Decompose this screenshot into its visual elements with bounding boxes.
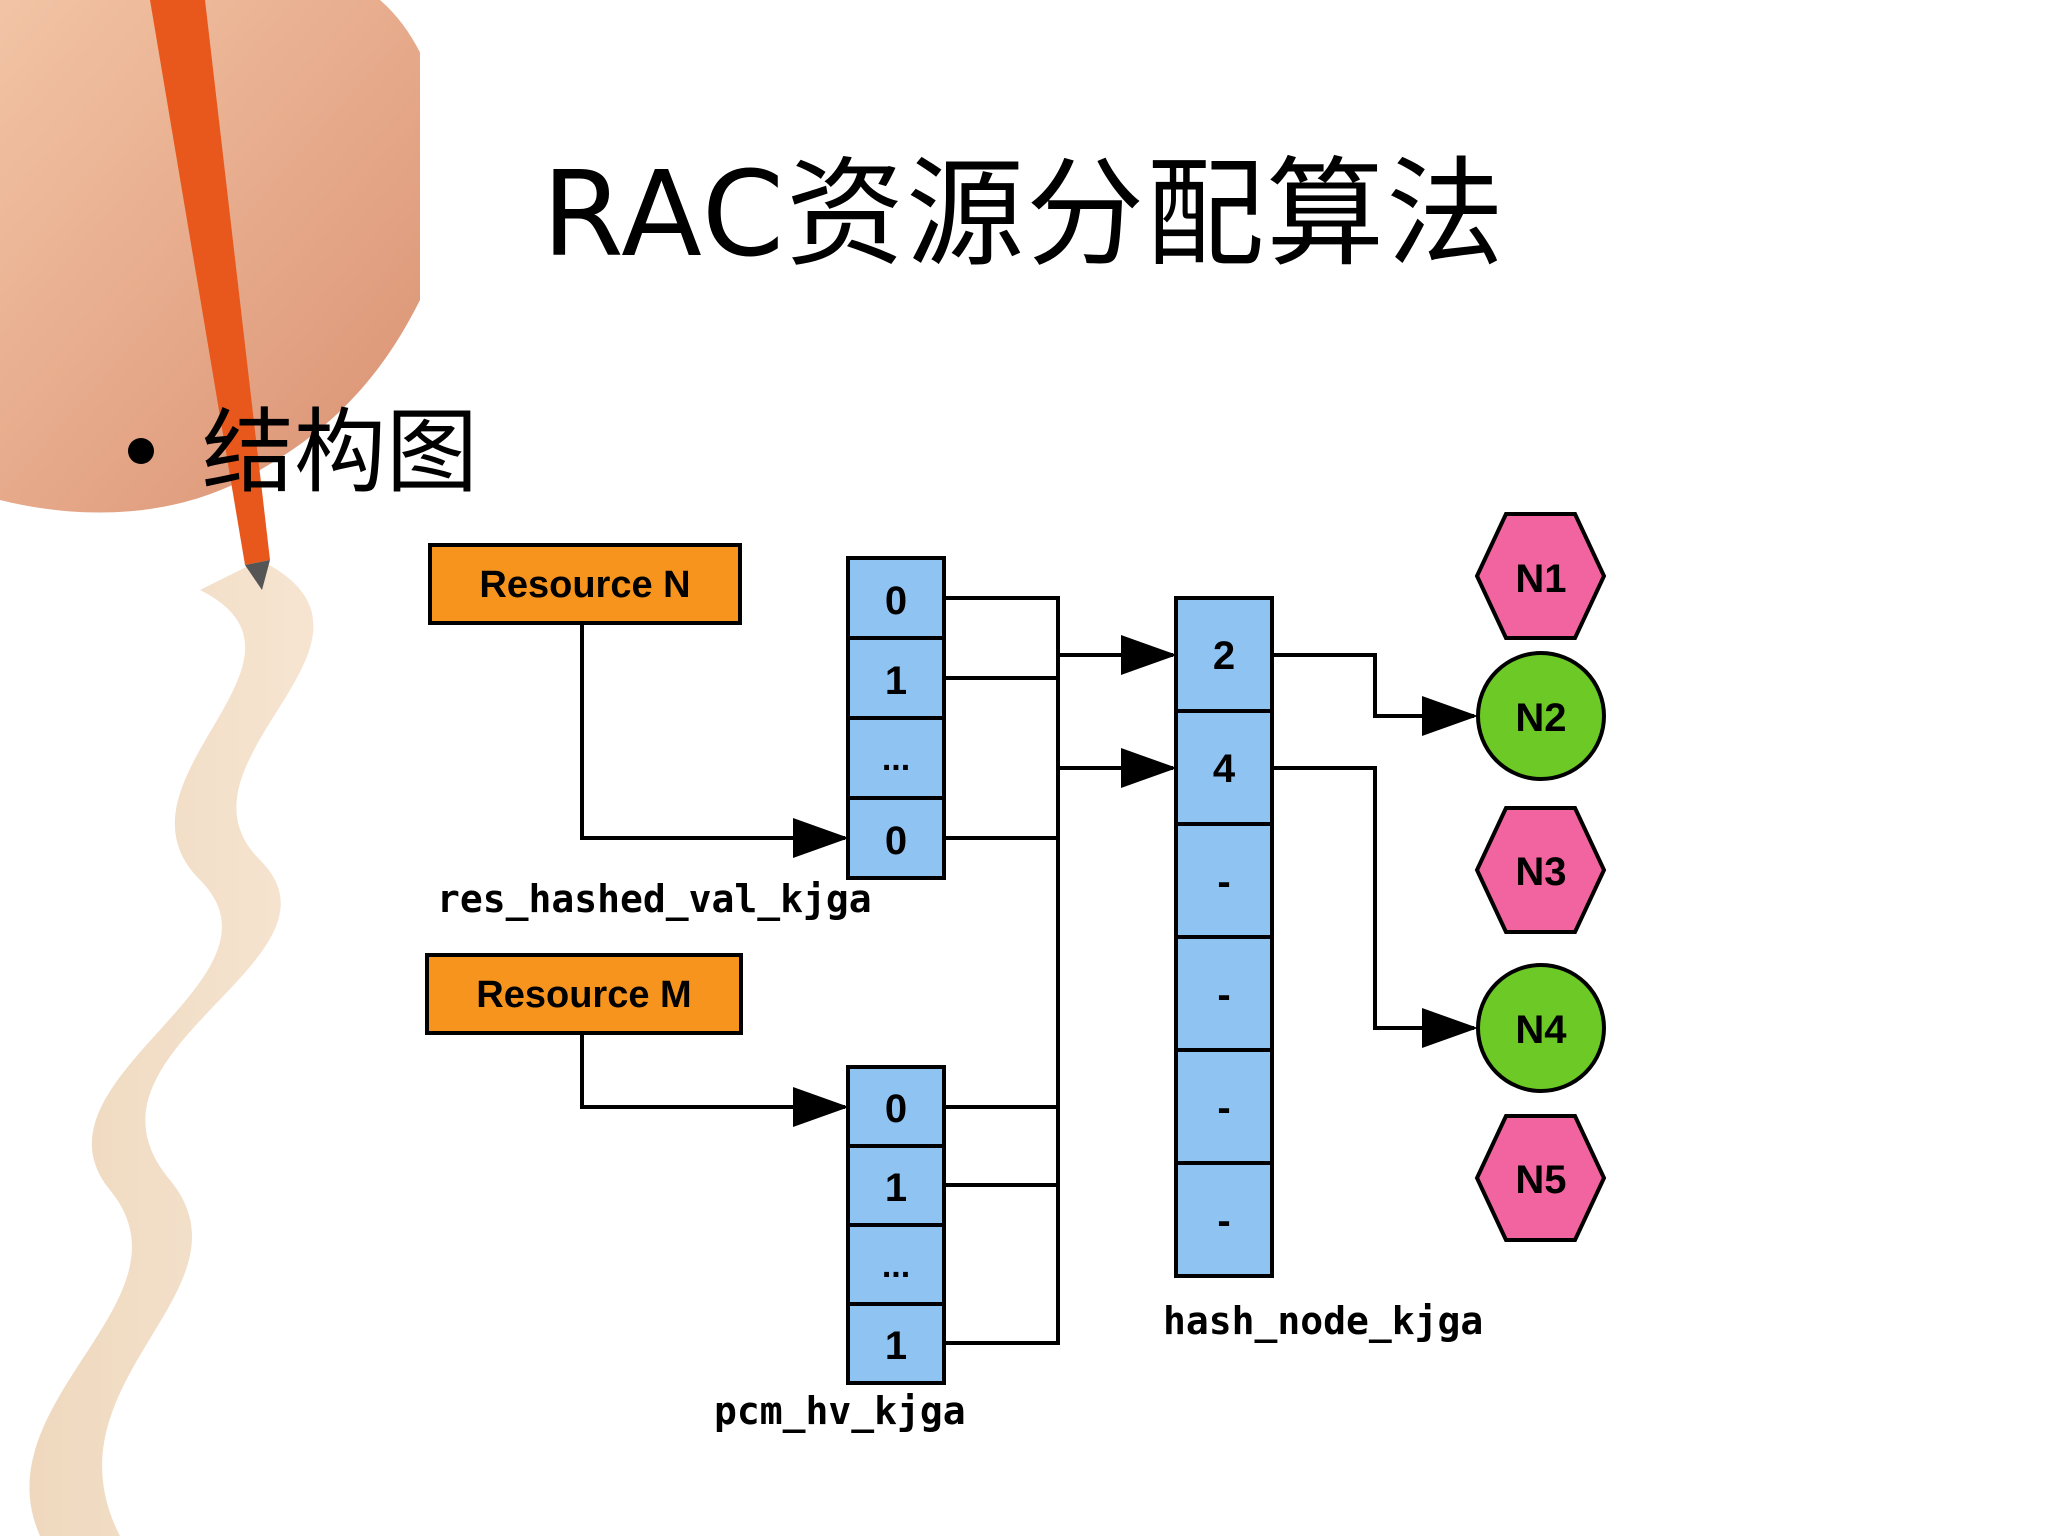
res-cell-text: 0	[885, 579, 907, 623]
bullet-text: 结构图	[202, 399, 479, 506]
resource-n: Resource N	[428, 543, 742, 625]
pcm-bus-outer	[946, 1105, 1060, 1345]
res-bus-outer	[946, 596, 1060, 840]
resource-n-label: Resource N	[479, 564, 690, 606]
node-n4: N4	[1476, 963, 1606, 1093]
arrow-to-n4	[1272, 766, 1478, 1048]
bullet-dot	[128, 437, 154, 464]
resource-m: Resource M	[425, 953, 743, 1035]
resource-n-arrow	[580, 623, 849, 858]
resource-n-box	[428, 543, 742, 625]
node-n5-label: N5	[1515, 1158, 1566, 1202]
res-hashed-val-array: 0 1 ... 0	[846, 556, 946, 880]
hash-cell-box	[1174, 1048, 1274, 1165]
pencil-art	[150, 0, 270, 565]
node-n1-label: N1	[1515, 557, 1566, 601]
hash-cell-box	[1174, 935, 1274, 1052]
resource-m-label: Resource M	[476, 974, 691, 1016]
connector-lines	[580, 596, 1478, 1345]
node-n3-hexagon	[1474, 806, 1607, 934]
pcm-cell-text: 1	[885, 1324, 907, 1368]
node-n2-label: N2	[1515, 696, 1566, 740]
bullet-item: 结构图	[128, 378, 478, 511]
hash-cell-box	[1174, 1161, 1274, 1278]
hand-pencil-illustration	[0, 0, 420, 1536]
node-n1-hexagon	[1474, 512, 1607, 640]
resource-m-arrow	[580, 1033, 849, 1127]
res-hashed-val-label: res_hashed_val_kjga	[437, 877, 872, 921]
hash-cell-box	[1174, 596, 1274, 713]
node-n4-circle	[1476, 963, 1606, 1093]
pcm-hv-label: pcm_hv_kjga	[714, 1389, 966, 1433]
node-n4-label: N4	[1515, 1008, 1567, 1052]
hash-cell-text: -	[1217, 1199, 1230, 1243]
pcm-cell-box	[846, 1144, 946, 1227]
res-cell-box	[846, 636, 946, 720]
pcm-hv-array: 0 1 ... 1	[846, 1065, 946, 1385]
node-n5: N5	[1474, 1114, 1607, 1242]
hash-cell-text: -	[1217, 860, 1230, 904]
res-cell-box	[846, 796, 946, 880]
resource-m-box	[425, 953, 743, 1035]
node-n2-circle	[1476, 651, 1606, 781]
res-cell-text: 0	[885, 819, 907, 863]
hash-cell-text: -	[1217, 1086, 1230, 1130]
hash-cell-box	[1174, 709, 1274, 826]
pencil-tip-art	[245, 560, 270, 590]
node-n1: N1	[1474, 512, 1607, 640]
pcm-cell-text: 1	[885, 1166, 907, 1210]
hash-cell-text: 4	[1213, 747, 1236, 791]
slide-title: RAC资源分配算法	[541, 145, 1507, 283]
res-cell-text: 1	[885, 659, 907, 703]
res-cell-text: ...	[882, 740, 910, 778]
node-n5-hexagon	[1474, 1114, 1607, 1242]
hash-cell-text: -	[1217, 973, 1230, 1017]
pcm-cell-text: ...	[882, 1247, 910, 1285]
wavy-line-art	[29, 560, 314, 1536]
pcm-cell-box	[846, 1065, 946, 1148]
node-n3: N3	[1474, 806, 1607, 934]
pcm-cell-box	[846, 1302, 946, 1385]
hash-node-array: 2 4 - - - -	[1174, 596, 1274, 1278]
node-n3-label: N3	[1515, 850, 1566, 894]
arrow-to-n2	[1272, 653, 1478, 736]
pcm-cell-text: 0	[885, 1087, 907, 1131]
hash-node-label: hash_node_kjga	[1163, 1299, 1483, 1343]
hash-cell-box	[1174, 822, 1274, 939]
node-n2: N2	[1476, 651, 1606, 781]
hash-cell-text: 2	[1213, 634, 1235, 678]
